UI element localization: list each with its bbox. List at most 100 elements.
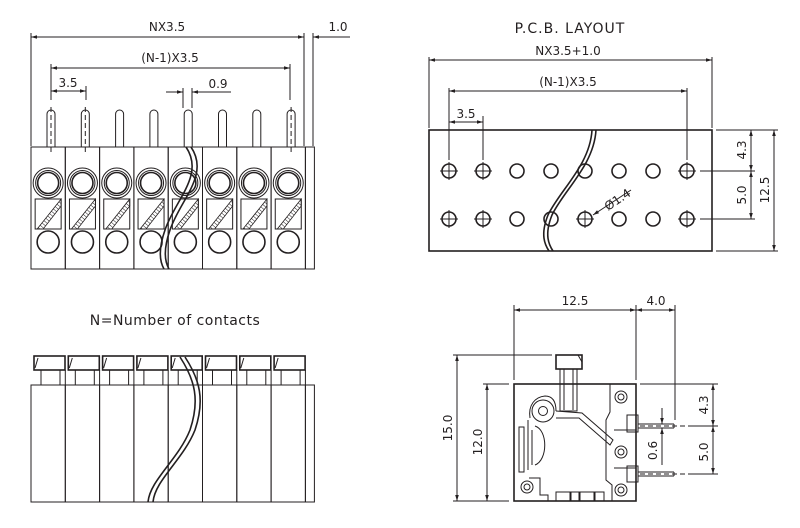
top-actuator-cap xyxy=(273,355,306,371)
dim-pcb-pitch-span: (N-1)X3.5 xyxy=(448,75,688,160)
dim-label-hole-diameter: Ø1.4 xyxy=(602,186,633,214)
release-button xyxy=(34,198,62,230)
test-hole xyxy=(36,230,60,254)
hole-circle xyxy=(645,211,661,227)
contacts-note: N=Number of contacts xyxy=(90,313,261,329)
pcb-layout-view: P.C.B. LAYOUT NX3.5+1.0 (N-1)X3.5 3.5 xyxy=(428,21,778,252)
top-cell xyxy=(236,355,272,503)
dim-side-right: 4.3 5.0 0.6 xyxy=(640,383,718,475)
dim-label-pin-offset: 4.3 xyxy=(697,395,711,414)
contact-pin xyxy=(46,107,56,155)
top-cell xyxy=(270,355,306,503)
dim-pcb-pitch: 3.5 xyxy=(449,107,484,160)
dim-pcb-vertical: 4.3 5.0 12.5 xyxy=(700,129,778,252)
contact-pin xyxy=(183,109,193,147)
pcb-hole xyxy=(440,162,458,180)
release-button xyxy=(137,198,165,230)
pin-outline xyxy=(183,109,193,147)
pcb-hole xyxy=(611,211,627,227)
release-button xyxy=(103,198,131,230)
top-cell-body xyxy=(202,384,238,503)
release-button xyxy=(274,198,302,230)
contact-pin xyxy=(252,109,262,147)
dim-hole-diameter: Ø1.4 xyxy=(592,186,633,216)
pcb-hole xyxy=(509,163,525,179)
wire-entry-hole xyxy=(139,171,163,195)
top-cell-body xyxy=(133,384,169,503)
top-actuator-chamfer xyxy=(171,357,176,369)
top-end-wall xyxy=(304,384,315,503)
wire-entry-ring xyxy=(206,170,233,196)
top-actuator-chamfer xyxy=(103,357,108,369)
dim-side-top: 12.5 4.0 xyxy=(513,294,676,420)
top-actuator-cap xyxy=(204,355,238,371)
wire-entry-hole xyxy=(208,171,231,195)
wire-entry-hole xyxy=(36,171,60,195)
top-cell xyxy=(30,355,66,503)
dim-label-pcb-top-offset: 4.3 xyxy=(735,140,749,159)
wire-entry-ring xyxy=(240,170,267,196)
side-view: 12.5 4.0 15.0 12.0 xyxy=(441,294,718,502)
dim-total-width: NX3.5 xyxy=(30,20,305,146)
top-actuator-stem xyxy=(109,369,130,386)
wire-entry-ring xyxy=(275,170,302,196)
front-view: NX3.5 1.0 (N-1)X3.5 3.5 0.9 xyxy=(30,20,350,270)
test-hole xyxy=(70,230,95,254)
front-pins xyxy=(46,107,296,155)
test-hole xyxy=(276,230,301,254)
dim-label-body-depth: 12.5 xyxy=(562,294,589,308)
top-actuator-stem xyxy=(74,369,95,386)
wire-entry-outer xyxy=(32,167,64,199)
top-actuator-chamfer xyxy=(240,357,245,369)
dim-label-pitch-span: (N-1)X3.5 xyxy=(141,51,199,65)
pin-outline xyxy=(149,109,159,147)
test-hole xyxy=(207,230,232,254)
top-cell xyxy=(167,355,203,503)
dim-label-body-height: 12.0 xyxy=(471,429,485,456)
wire-entry-outer xyxy=(101,167,133,199)
wire-entry-outer xyxy=(238,167,270,199)
top-actuator-chamfer xyxy=(137,357,142,369)
pcb-hole xyxy=(474,162,492,180)
wire-entry-hole xyxy=(105,171,129,195)
contact-pin xyxy=(80,107,90,155)
pin-outline xyxy=(252,109,262,147)
test-hole xyxy=(104,230,129,254)
top-actuator-cap xyxy=(67,355,101,371)
release-button xyxy=(68,198,96,230)
wire-entry-ring xyxy=(138,170,165,196)
release-button xyxy=(240,198,268,230)
pcb-outline xyxy=(428,129,713,252)
test-hole xyxy=(242,230,266,254)
terminal-cell xyxy=(30,146,66,270)
top-cell xyxy=(99,355,135,503)
pcb-hole xyxy=(509,211,525,227)
contact-pin xyxy=(149,109,159,147)
wire-entry-hole xyxy=(174,171,197,195)
dim-label-pin-width: 0.9 xyxy=(208,77,227,91)
dim-label-pin-extension: 4.0 xyxy=(646,294,665,308)
test-hole xyxy=(173,230,198,254)
release-button xyxy=(206,198,234,230)
top-actuator-cap xyxy=(136,355,169,371)
wire-entry-ring xyxy=(69,170,96,196)
wire-entry-outer xyxy=(204,167,236,199)
terminal-cell xyxy=(99,146,135,270)
pcb-hole xyxy=(645,163,661,179)
wire-entry-outer xyxy=(272,167,304,199)
contact-pin xyxy=(286,107,296,155)
pcb-hole xyxy=(611,163,627,179)
dim-label-end-wall: 1.0 xyxy=(328,20,347,34)
pcb-hole xyxy=(440,210,458,228)
top-actuator-stem xyxy=(143,369,164,386)
front-body xyxy=(30,146,315,270)
dim-pin-width: 0.9 xyxy=(166,77,231,108)
contact-pin xyxy=(115,109,125,147)
pin-outline xyxy=(218,109,227,147)
top-actuator-chamfer xyxy=(206,357,210,369)
wire-entry-outer xyxy=(66,167,98,199)
pcb-hole xyxy=(645,211,661,227)
hole-circle xyxy=(543,211,559,227)
dim-label-total-width: NX3.5 xyxy=(149,20,185,34)
wire-entry-ring xyxy=(172,170,199,196)
